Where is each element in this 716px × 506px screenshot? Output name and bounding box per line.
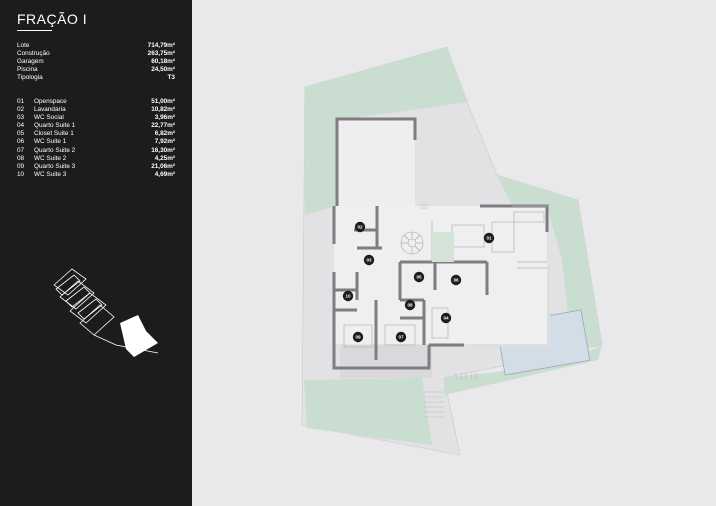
svg-text:05: 05 bbox=[416, 275, 422, 280]
locator-highlight-lot bbox=[120, 315, 158, 357]
svg-text:01: 01 bbox=[486, 236, 492, 241]
svg-text:09: 09 bbox=[355, 335, 361, 340]
terrace-south bbox=[340, 345, 432, 378]
svg-text:10: 10 bbox=[345, 294, 351, 299]
svg-text:06: 06 bbox=[453, 278, 459, 283]
title-underline bbox=[17, 30, 52, 31]
room-badge-06: 06 bbox=[450, 274, 462, 286]
courtyard bbox=[432, 232, 454, 262]
locator-building bbox=[55, 274, 81, 296]
locator-lot bbox=[59, 280, 95, 310]
house-walls bbox=[332, 204, 549, 370]
room-badge-07: 07 bbox=[395, 331, 407, 343]
house-floor bbox=[334, 206, 547, 344]
room-badge-05: 05 bbox=[413, 271, 425, 283]
garage bbox=[337, 119, 415, 206]
garden-south bbox=[304, 378, 432, 445]
room-badge-01: 01 bbox=[483, 232, 495, 244]
locator-lot bbox=[53, 268, 87, 296]
svg-text:03: 03 bbox=[366, 258, 372, 263]
locator-building bbox=[65, 286, 91, 308]
svg-text:02: 02 bbox=[357, 225, 363, 230]
room-badge-02: 02 bbox=[354, 221, 366, 233]
locator-lot bbox=[69, 292, 107, 324]
locator-building bbox=[77, 298, 103, 320]
garden-east bbox=[497, 175, 602, 350]
site-locator-map bbox=[53, 268, 159, 357]
floor-plan: 01 02 03 04 05 06 07 08 09 10 bbox=[301, 46, 603, 456]
spiral-stair bbox=[400, 231, 424, 255]
entry-marks bbox=[420, 204, 428, 209]
svg-text:07: 07 bbox=[398, 335, 404, 340]
room-badge-10: 10 bbox=[342, 290, 354, 302]
room-badge-04: 04 bbox=[440, 312, 452, 324]
room-badge-09: 09 bbox=[352, 331, 364, 343]
room-badge-03: 03 bbox=[363, 254, 375, 266]
site-steps bbox=[424, 373, 477, 418]
svg-text:04: 04 bbox=[443, 316, 449, 321]
svg-text:08: 08 bbox=[407, 303, 413, 308]
garage-wall bbox=[335, 117, 417, 206]
room-badge-08: 08 bbox=[404, 299, 416, 311]
unit-title: FRAÇÃO I bbox=[17, 11, 88, 27]
locator-lot bbox=[79, 304, 115, 336]
garden-north bbox=[305, 47, 468, 215]
